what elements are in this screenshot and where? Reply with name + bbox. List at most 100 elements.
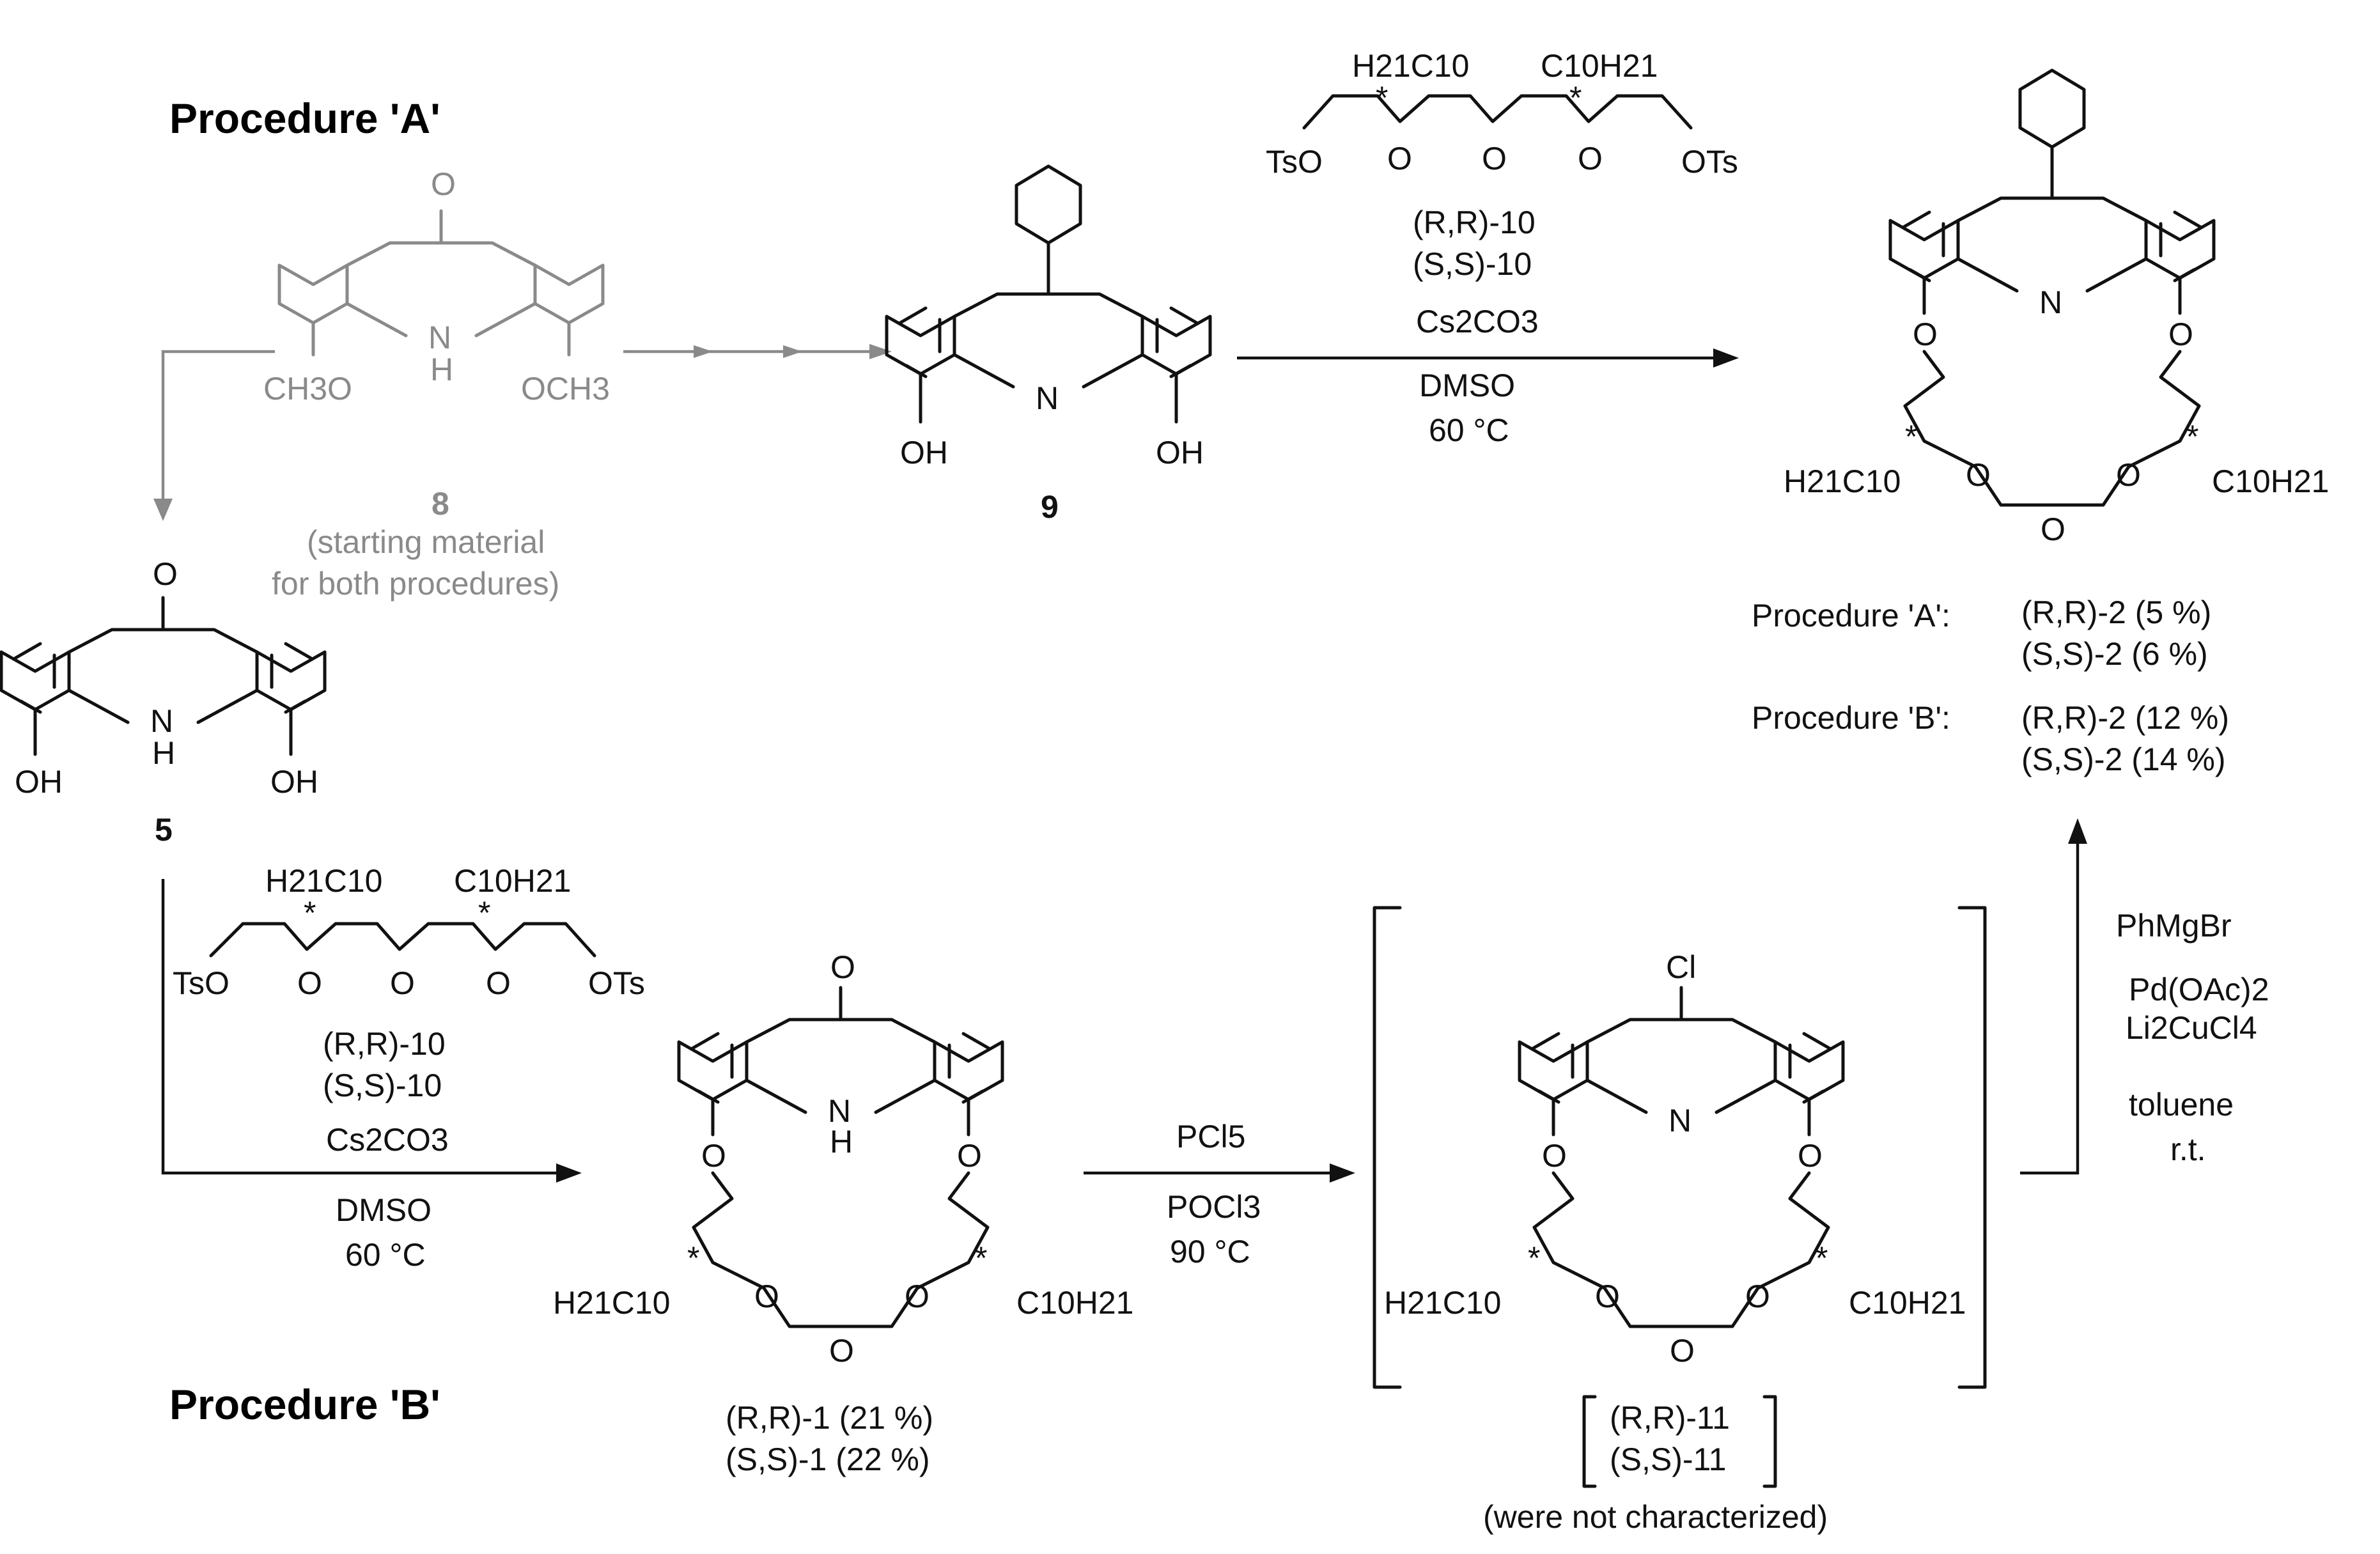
svg-text:OH: OH (15, 764, 63, 800)
compound-1-structure: O N H O O O O O H21C10 C10H21 * * (553, 949, 1133, 1369)
svg-text:H21C10: H21C10 (1384, 1285, 1501, 1321)
svg-text:N: N (1668, 1103, 1692, 1138)
svg-text:TsO: TsO (1266, 144, 1323, 180)
svg-text:C10H21: C10H21 (1541, 48, 1658, 84)
compound-8-number: 8 (432, 486, 449, 522)
svg-text:O: O (1745, 1278, 1770, 1314)
svg-text:C10H21: C10H21 (1849, 1285, 1966, 1321)
proc-b-rr: (R,R)-2 (12 %) (2021, 700, 2229, 736)
svg-text:H: H (830, 1124, 853, 1160)
procedure-b-heading: Procedure 'B' (169, 1381, 440, 1428)
svg-text:OH: OH (270, 764, 318, 800)
step-a2-base: Cs2CO3 (1416, 304, 1539, 339)
arrow-8-to-9-heads (694, 344, 892, 359)
reagent-10-bottom: TsO O O O OTs H21C10 C10H21 * * (173, 863, 645, 1001)
step-b1-solvent: DMSO (336, 1192, 432, 1228)
svg-text:O: O (830, 949, 855, 985)
svg-text:C10H21: C10H21 (2212, 463, 2329, 499)
step-b3-cocatalyst: Li2CuCl4 (2126, 1010, 2257, 1046)
arrow-8-to-5-head (153, 499, 173, 521)
step-b3-solvent: toluene (2129, 1087, 2234, 1123)
arrow-5-to-1 (161, 879, 575, 1175)
svg-text:H21C10: H21C10 (1784, 463, 1901, 499)
svg-text:O: O (390, 965, 415, 1001)
compound-11-note: (were not characterized) (1483, 1499, 1828, 1535)
compound-8-structure: O N H CH3O OCH3 (263, 166, 610, 407)
svg-text:*: * (1816, 1240, 1828, 1276)
svg-text:C10H21: C10H21 (454, 863, 571, 899)
compound-9-n: N (1036, 380, 1059, 416)
svg-text:O: O (701, 1138, 726, 1174)
svg-text:O: O (486, 965, 511, 1001)
svg-text:N: N (828, 1093, 851, 1129)
step-b3-temp: r.t. (2170, 1131, 2206, 1167)
svg-text:OTs: OTs (588, 965, 645, 1001)
step-b2-temp: 90 °C (1170, 1234, 1250, 1270)
svg-text:TsO: TsO (173, 965, 229, 1001)
step-b1-reagent-rr: (R,R)-10 (323, 1026, 446, 1062)
svg-text:O: O (957, 1138, 982, 1174)
svg-text:*: * (975, 1240, 987, 1276)
svg-text:Cl: Cl (1666, 949, 1696, 985)
compound-9-oh-right: OH (1156, 435, 1204, 470)
svg-text:C10H21: C10H21 (1016, 1285, 1133, 1321)
step-a2-reagent-rr: (R,R)-10 (1413, 205, 1536, 240)
step-b1-base: Cs2CO3 (326, 1122, 449, 1158)
step-a2-reagent-ss: (S,S)-10 (1413, 246, 1532, 282)
svg-text:O: O (1482, 141, 1507, 176)
svg-text:*: * (1528, 1240, 1540, 1276)
svg-text:N: N (150, 703, 173, 739)
svg-text:O: O (2168, 316, 2193, 352)
step-a2-temp: 60 °C (1429, 412, 1509, 448)
compound-9-structure: N OH OH (887, 164, 1210, 470)
svg-text:O: O (1913, 316, 1938, 352)
arrow-11-to-2 (2020, 837, 2080, 1175)
compound-1-rr: (R,R)-1 (21 %) (726, 1400, 933, 1436)
step-b2-reagent-2: POCl3 (1167, 1189, 1261, 1225)
svg-text:N: N (2039, 284, 2062, 320)
step-b3-catalyst: Pd(OAc)2 (2129, 972, 2269, 1007)
compound-8-oxo: O (431, 166, 456, 202)
arrow-8-to-5 (161, 350, 275, 505)
step-b2-reagent-1: PCl5 (1176, 1119, 1245, 1154)
svg-text:H21C10: H21C10 (553, 1285, 670, 1321)
compound-1-ss: (S,S)-1 (22 %) (726, 1441, 930, 1477)
bracket-left (1373, 906, 1402, 1389)
svg-text:*: * (1905, 419, 1917, 455)
svg-text:O: O (1542, 1138, 1567, 1174)
proc-a-rr: (R,R)-2 (5 %) (2021, 594, 2211, 630)
svg-text:H21C10: H21C10 (1352, 48, 1469, 84)
svg-text:O: O (2116, 457, 2141, 493)
compound-9-number: 9 (1041, 489, 1059, 525)
step-b1-temp: 60 °C (345, 1237, 426, 1273)
arrow-5-to-1-head (556, 1163, 582, 1183)
reagent-10-top: TsO O O O OTs H21C10 C10H21 * * (1266, 48, 1738, 180)
svg-text:*: * (687, 1240, 699, 1276)
compound-8-och3-left: CH3O (263, 371, 352, 407)
svg-text:O: O (1387, 141, 1412, 176)
svg-text:O: O (1966, 457, 1991, 493)
svg-text:O: O (905, 1278, 929, 1314)
procedure-a-heading: Procedure 'A' (169, 95, 440, 142)
compound-8-h: H (430, 352, 453, 387)
proc-a-label: Procedure 'A': (1752, 598, 1950, 633)
svg-text:O: O (829, 1333, 854, 1369)
label-bracket-right (1762, 1395, 1777, 1488)
svg-text:*: * (478, 895, 490, 931)
svg-text:O: O (1578, 141, 1603, 176)
svg-text:*: * (2186, 419, 2198, 455)
svg-text:O: O (1595, 1278, 1620, 1314)
compound-8-caption-2: for both procedures) (272, 566, 559, 602)
svg-text:O: O (754, 1278, 779, 1314)
compound-8-caption-1: (starting material (307, 524, 545, 560)
compound-8-och3-right: OCH3 (521, 371, 610, 407)
compound-9-oh-left: OH (900, 435, 948, 470)
arrow-9-to-2-head (1713, 348, 1739, 368)
arrow-11-to-2-head (2068, 818, 2087, 844)
svg-text:O: O (1798, 1138, 1823, 1174)
proc-b-ss: (S,S)-2 (14 %) (2021, 742, 2226, 777)
svg-text:*: * (1376, 80, 1388, 116)
svg-text:*: * (304, 895, 316, 931)
svg-text:OTs: OTs (1681, 144, 1738, 180)
